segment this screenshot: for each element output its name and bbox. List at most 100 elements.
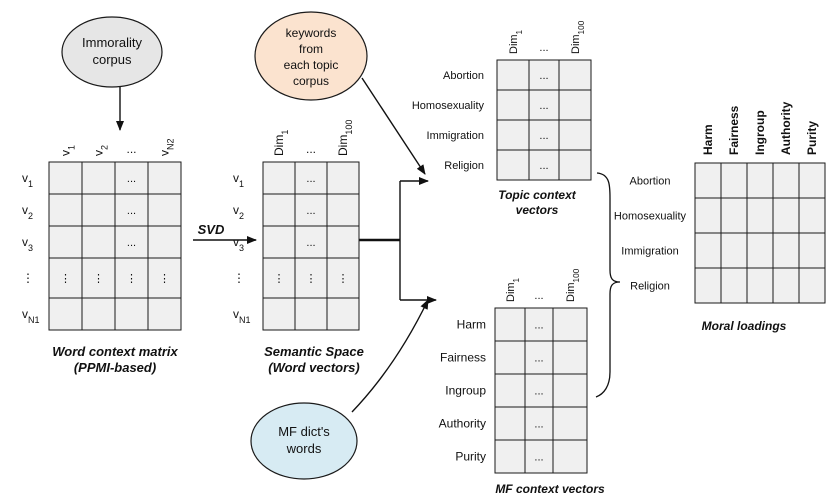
moral-loadings-col-header: Fairness	[727, 105, 741, 155]
mf-context-row-header: Purity	[455, 450, 486, 464]
moral-loadings-cell	[798, 162, 826, 199]
mf-context-cell	[552, 439, 588, 474]
immorality-corpus-node: Immorality corpus	[61, 16, 163, 88]
mf-dict-line2: words	[286, 441, 322, 456]
topic-context-cell	[496, 149, 530, 181]
word-context-cell	[48, 297, 83, 331]
mf-context-cell-text: ...	[534, 353, 543, 365]
semantic-space-cell	[262, 297, 296, 331]
word-context-cell	[48, 225, 83, 259]
semantic-space-cell	[294, 297, 328, 331]
semantic-space-col-header: Dim1	[272, 130, 290, 156]
word-context-cell	[81, 193, 116, 227]
topic-context-col-header: ...	[539, 42, 548, 54]
topic-context-cell-text: ...	[539, 160, 548, 172]
topic-context-cell	[496, 89, 530, 121]
immorality-corpus-line1: Immorality	[82, 35, 142, 50]
topic-context-row-header: Religion	[444, 160, 484, 172]
moral-loadings-cell	[746, 232, 774, 269]
moral-loadings-row-header: Homosexuality	[614, 211, 687, 223]
topic-context-row-header: Abortion	[443, 70, 484, 82]
topic-context-cell-text: ...	[539, 70, 548, 82]
mf-dict-line1: MF dict's	[278, 424, 330, 439]
topic-context-col-header: Dim100	[570, 20, 586, 54]
mf-context-cell	[494, 307, 526, 342]
moral-loadings-cell	[720, 232, 748, 269]
immorality-corpus-line2: corpus	[92, 52, 132, 67]
mf-context-row-header: Authority	[439, 417, 486, 431]
semantic-space-row-header: v1	[233, 171, 244, 189]
semantic-space-cell	[262, 193, 296, 227]
semantic-space-row-header: vN1	[233, 307, 251, 325]
topic-context-col-header: Dim1	[508, 29, 524, 54]
keywords-line2: from	[299, 42, 323, 56]
topic-context-cell	[496, 59, 530, 91]
mf-context-col-header: Dim1	[505, 277, 521, 302]
semantic-space-cell-text: ...	[306, 237, 315, 249]
mf-context-cell	[494, 373, 526, 408]
mf-context-cell	[524, 340, 554, 375]
semantic-space-cell-text: ⋮	[306, 273, 317, 285]
word-context-cell-text: ⋮	[60, 273, 71, 285]
word-context-cell-text: ⋮	[93, 273, 104, 285]
word-context-cell	[81, 297, 116, 331]
semantic-space-caption-1: Semantic Space	[264, 344, 364, 359]
moral-loadings-col-header: Ingroup	[753, 110, 767, 155]
moral-loadings-cell	[694, 197, 722, 234]
word-context-cell	[114, 297, 149, 331]
semantic-space-cell	[326, 161, 360, 195]
word-context-cell-text: ...	[127, 173, 136, 185]
mf-context-cell-text: ...	[534, 386, 543, 398]
moral-loadings-cell	[798, 267, 826, 304]
semantic-space-col-header: ...	[306, 142, 316, 156]
topic-context-row-header: Homosexuality	[412, 100, 485, 112]
moral-loadings-col-header: Authority	[779, 101, 793, 155]
moral-loadings-cell	[720, 267, 748, 304]
word-context-cell	[48, 193, 83, 227]
semantic-space-row-header: v3	[233, 235, 244, 253]
moral-loadings-col-header: Purity	[805, 121, 819, 155]
topic-context-caption-2: vectors	[516, 203, 559, 217]
word-context-cell	[147, 257, 182, 299]
word-context-cells: .........⋮⋮⋮⋮	[48, 161, 182, 331]
word-context-cell	[114, 257, 149, 299]
mf-context-cell	[552, 406, 588, 441]
topic-context-caption-1: Topic context	[498, 188, 577, 202]
word-context-row-header: v3	[22, 235, 33, 253]
topic-context-cell	[496, 119, 530, 151]
connectors	[116, 77, 621, 413]
mf-context-matrix: ............... Dim1...Dim100 HarmFairne…	[439, 268, 605, 496]
topic-context-cell	[558, 149, 592, 181]
semantic-space-cell	[326, 193, 360, 227]
word-context-col-header: v2	[92, 145, 110, 156]
semantic-space-row-header: ⋮	[233, 271, 245, 285]
semantic-space-cell	[294, 161, 328, 195]
moral-loadings-row-header: Immigration	[621, 246, 678, 258]
semantic-space-cell-text: ⋮	[274, 273, 285, 285]
mf-context-cell	[552, 307, 588, 342]
semantic-space-cell	[294, 257, 328, 299]
semantic-space-caption-2: (Word vectors)	[268, 360, 360, 375]
moral-loadings-cell	[746, 267, 774, 304]
mf-context-caption: MF context vectors	[495, 482, 605, 496]
word-context-cell	[147, 225, 182, 259]
moral-loadings-cell	[694, 232, 722, 269]
word-context-cell-text: ...	[127, 205, 136, 217]
moral-loadings-cell	[772, 232, 800, 269]
word-context-cell	[48, 161, 83, 195]
word-context-cell	[147, 297, 182, 331]
mf-context-cell	[552, 340, 588, 375]
semantic-space-cells: .........⋮⋮⋮	[262, 161, 360, 331]
semantic-space-cell-text: ⋮	[338, 273, 349, 285]
semantic-space-col-header: Dim100	[336, 120, 354, 156]
moral-loadings-cell	[772, 267, 800, 304]
topic-context-col-headers: Dim1... Dim100	[508, 20, 586, 54]
mf-context-cell	[552, 373, 588, 408]
